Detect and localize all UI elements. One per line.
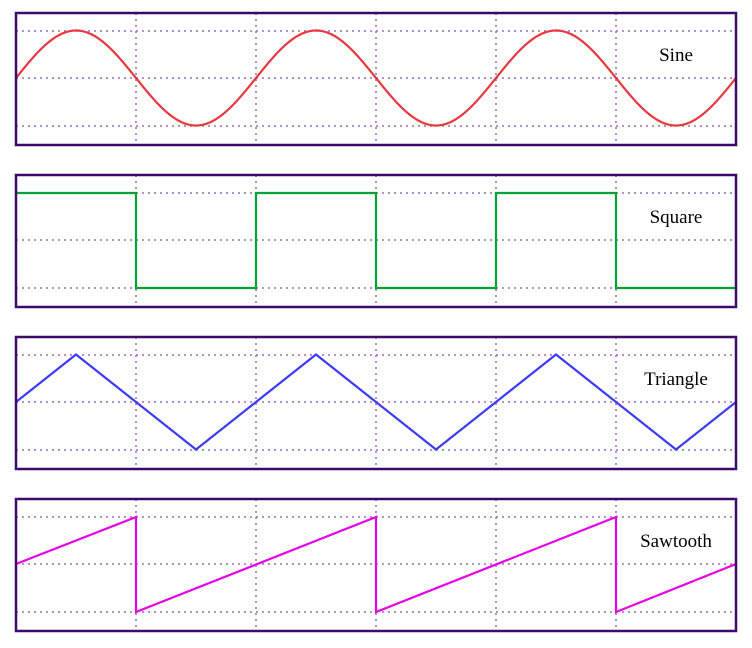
panel-triangle: Triangle (14, 335, 738, 471)
panel-sine: Sine (14, 11, 738, 147)
panel-frame (14, 335, 738, 471)
triangle-wave (15, 353, 737, 451)
panel-square: Square (14, 173, 738, 309)
wave-label-square: Square (650, 207, 703, 228)
panel-frame (14, 173, 738, 309)
wave-label-sawtooth: Sawtooth (640, 531, 712, 552)
wave-label-triangle: Triangle (644, 369, 708, 390)
wave-label-sine: Sine (659, 45, 693, 66)
panel-sawtooth: Sawtooth (14, 497, 738, 633)
square-wave (16, 191, 736, 290)
sawtooth-wave (15, 515, 737, 614)
panel-frame (14, 497, 738, 633)
panel-frame (14, 11, 738, 147)
sine-wave (15, 29, 737, 127)
